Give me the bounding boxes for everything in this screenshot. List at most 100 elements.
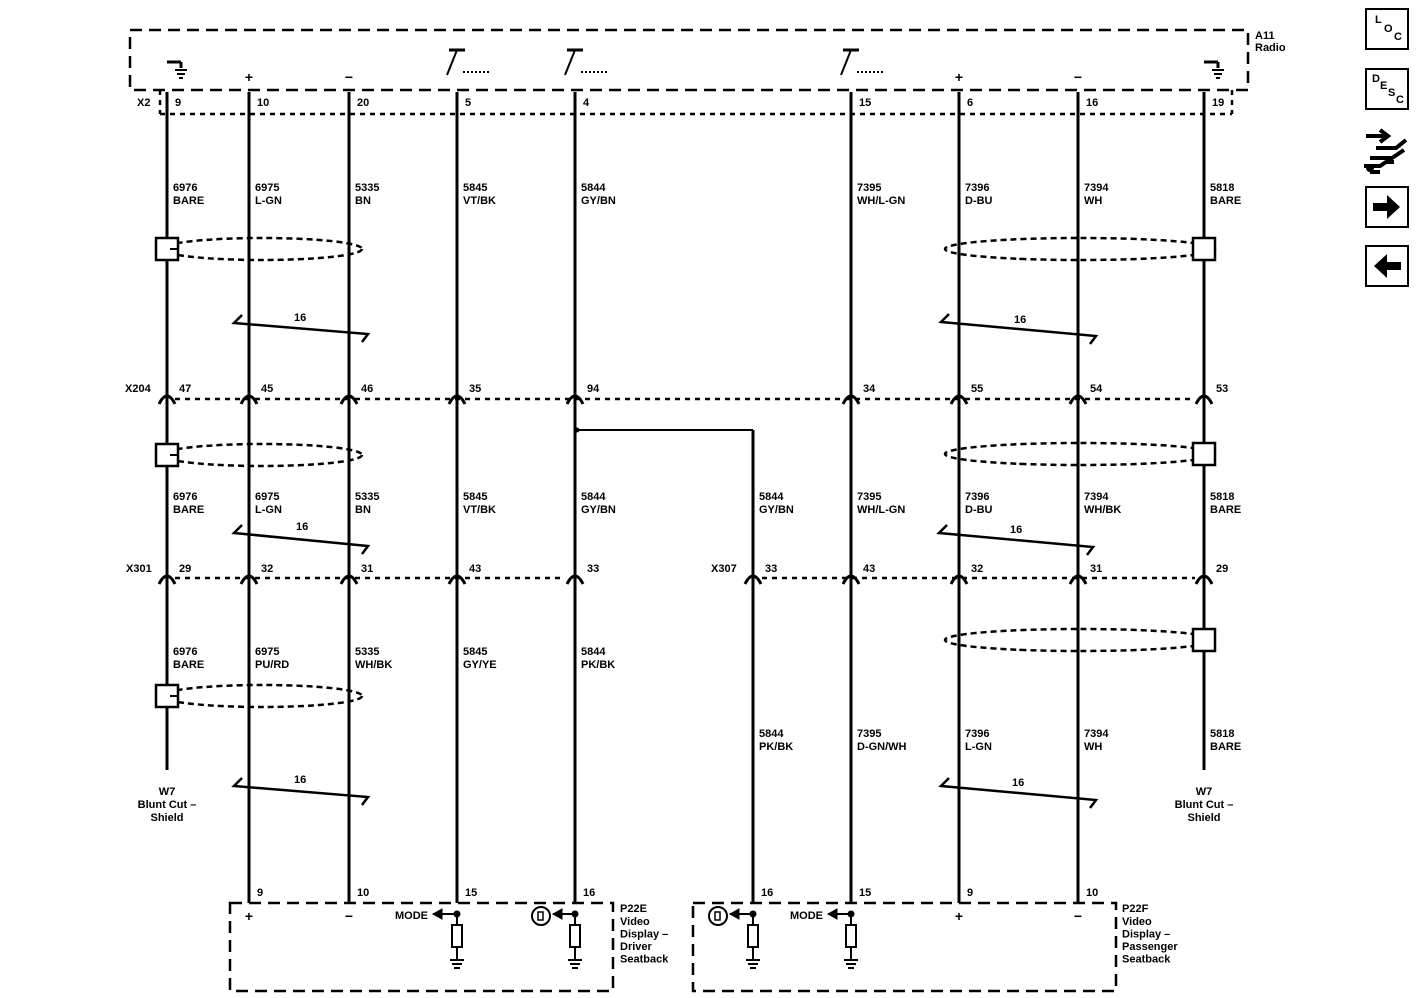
seg2-color-3: VT/BK: [463, 504, 496, 516]
x204-arc-6: [949, 394, 969, 405]
seg3r-color-0: PK/BK: [759, 741, 793, 753]
loc-letter-3: C: [1394, 31, 1402, 43]
x301-arc-1: [239, 574, 259, 585]
shield-ellipse-right-3: [943, 627, 1217, 653]
seg2-circuit-9: 5818: [1210, 491, 1234, 503]
twist-marker-5: [231, 777, 371, 806]
x204-arc-1: [239, 394, 259, 405]
module-p22e-line-2: Driver: [620, 941, 653, 953]
shield-end-left-l1: W7: [159, 786, 176, 798]
x307-arc-3: [1068, 574, 1088, 585]
p22e-mode-label: MODE: [395, 910, 428, 922]
x204-arc-5: [841, 394, 861, 405]
twist-marker-6: [938, 777, 1099, 809]
x307-arc-4: [1194, 574, 1214, 585]
seg2-color-4: GY/BN: [581, 504, 616, 516]
drain-box-right-1: [1191, 236, 1217, 262]
shield-end-left-l3: Shield: [150, 812, 183, 824]
seg1-color-8: BARE: [1210, 195, 1241, 207]
module-p22e-line-0: Video: [620, 916, 650, 928]
seg2-color-1: L-GN: [255, 504, 282, 516]
seg2-color-2: BN: [355, 504, 371, 516]
forward-arrow-icon: [1373, 195, 1400, 219]
connector-x307-name: X307: [711, 563, 737, 575]
x307-arc-0: [743, 574, 763, 585]
x204-pin-6: 55: [971, 383, 983, 395]
seg2-color-6: WH/L-GN: [857, 504, 905, 516]
speaker-cone-p22e-audio: [537, 911, 544, 921]
forward-button[interactable]: [1365, 186, 1409, 228]
x301-pin-4: 33: [587, 563, 599, 575]
module-p22f-line-0: Video: [1122, 916, 1152, 928]
seg2-color-0: BARE: [173, 504, 204, 516]
seg3l-circuit-0: 6976: [173, 646, 197, 658]
x301-arc-2: [339, 574, 359, 585]
p22e-minus: −: [345, 908, 353, 924]
module-p22f-line-3: Seatback: [1122, 954, 1171, 966]
x2-polarity-10: +: [245, 69, 253, 85]
x2-pin-10: 10: [257, 97, 269, 109]
x2-polarity-16: −: [1074, 69, 1082, 85]
seg1-circuit-7: 7394: [1084, 182, 1109, 194]
x204-pin-0: 47: [179, 383, 191, 395]
seg2-circuit-4: 5844: [581, 491, 606, 503]
x204-pin-1: 45: [261, 383, 273, 395]
x301-arc-0: [157, 574, 177, 585]
seg3l-circuit-2: 5335: [355, 646, 379, 658]
resistor-p22f-audio: [747, 924, 759, 948]
seg1-color-0: BARE: [173, 195, 204, 207]
x2-polarity-20: −: [345, 69, 353, 85]
twist-label-3: 16: [296, 521, 308, 533]
seg1-circuit-1: 6975: [255, 182, 279, 194]
seg3r-color-4: BARE: [1210, 741, 1241, 753]
shield-end-right-l2: Blunt Cut –: [1175, 799, 1234, 811]
shield-end-right-l3: Shield: [1187, 812, 1220, 824]
twist-label-1: 16: [294, 312, 306, 324]
seg2-circuit-7: 7396: [965, 491, 989, 503]
connector-icon[interactable]: [1362, 122, 1412, 178]
x307-pin-2: 32: [971, 563, 983, 575]
seg1-circuit-8: 5818: [1210, 182, 1234, 194]
switch-blade-5: [446, 49, 458, 76]
desc-button[interactable]: D E S C: [1365, 68, 1409, 110]
x2-pin-15: 15: [859, 97, 871, 109]
shield-end-left-l2: Blunt Cut –: [138, 799, 197, 811]
x301-pin-2: 31: [361, 563, 373, 575]
x307-arc-1: [841, 574, 861, 585]
back-button[interactable]: [1365, 245, 1409, 287]
seg3r-color-1: D-GN/WH: [857, 741, 907, 753]
module-p22f-name: P22F: [1122, 903, 1149, 915]
seg2-circuit-3: 5845: [463, 491, 487, 503]
switch-blade-15: [840, 49, 852, 76]
connector-x2-name: X2: [137, 97, 150, 109]
twist-marker-2: [938, 313, 1099, 345]
p22e-pin-2: 15: [465, 887, 477, 899]
x301-pin-1: 32: [261, 563, 273, 575]
seg3r-circuit-0: 5844: [759, 728, 784, 740]
desc-letter-2: E: [1380, 80, 1388, 92]
x307-pin-4: 29: [1216, 563, 1228, 575]
p22e-plus: +: [245, 908, 253, 924]
seg2-circuit-0: 6976: [173, 491, 197, 503]
seg1-circuit-0: 6976: [173, 182, 197, 194]
shield-end-right-l1: W7: [1196, 786, 1213, 798]
p22f-minus: −: [1074, 908, 1082, 924]
p22e-pin-0: 9: [257, 887, 263, 899]
seg2-color-9: BARE: [1210, 504, 1241, 516]
seg3l-color-4: PK/BK: [581, 659, 615, 671]
drain-box-right-2: [1191, 441, 1217, 467]
x307-arc-2: [949, 574, 969, 585]
x307-pin-1: 43: [863, 563, 875, 575]
x301-pin-3: 43: [469, 563, 481, 575]
twist-label-4: 16: [1010, 524, 1022, 536]
seg3l-color-0: BARE: [173, 659, 204, 671]
twist-label-2: 16: [1014, 314, 1026, 326]
p22f-pin-0: 16: [761, 887, 773, 899]
x307-pin-0: 33: [765, 563, 777, 575]
seg2-color-8: WH/BK: [1084, 504, 1121, 516]
loc-button[interactable]: L O C: [1365, 8, 1409, 50]
twist-label-5: 16: [294, 774, 306, 786]
seg2-circuit-2: 5335: [355, 491, 379, 503]
desc-letter-3: S: [1388, 87, 1396, 99]
